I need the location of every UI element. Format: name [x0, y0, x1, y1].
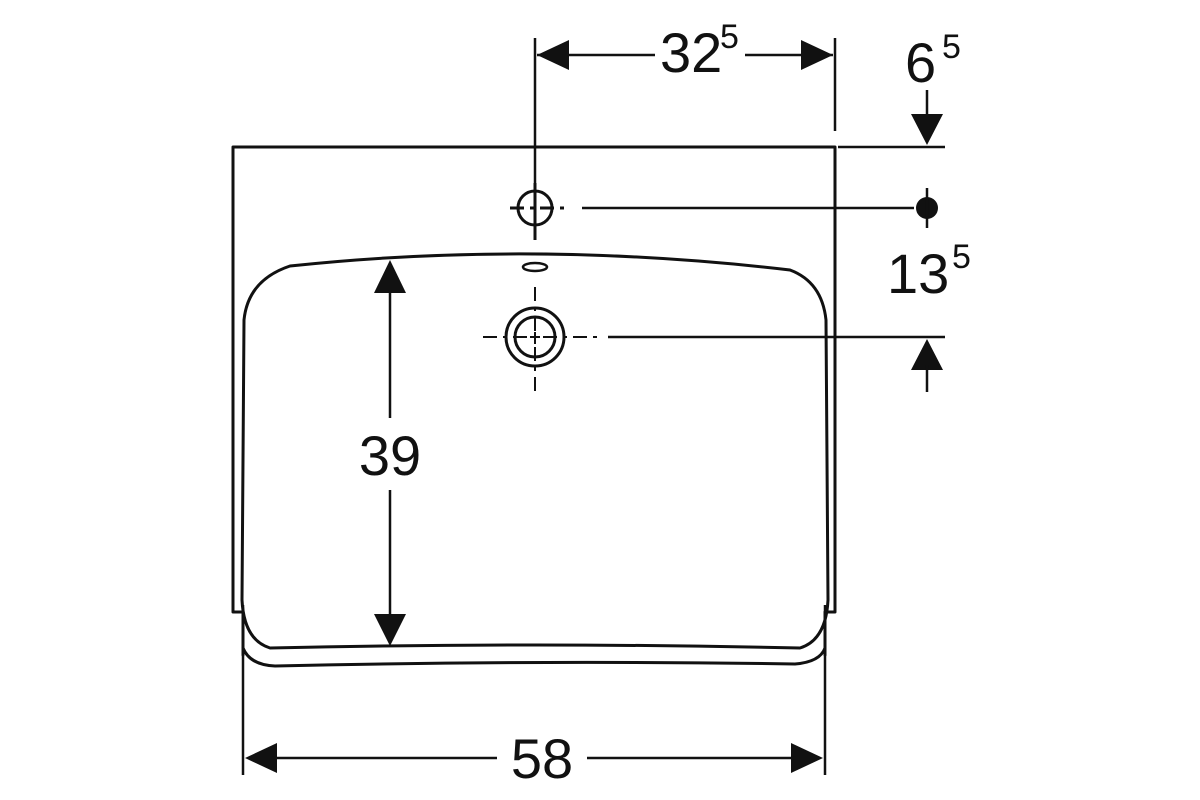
overflow-slot: [521, 261, 549, 273]
dimension-32-superscript: 5: [720, 18, 739, 56]
dimension-bowl-depth: 39: [359, 260, 421, 646]
dimension-overall-width: 58: [241, 605, 827, 790]
basin-front-edge: [241, 646, 827, 668]
tap-hole: [510, 183, 566, 240]
drain-outlet: [483, 287, 598, 392]
dimension-tap-hole-from-back: 6 5: [905, 28, 961, 145]
dimension-13-superscript: 5: [952, 238, 971, 276]
dimension-58-label: 58: [511, 727, 573, 790]
dimension-6-superscript: 5: [942, 28, 961, 66]
dimension-tap-hole-offset: 32 5: [533, 18, 837, 235]
tap-hole-center-marker: [916, 188, 938, 228]
inner-bowl-outline: [240, 252, 830, 650]
dimension-13-label: 13: [887, 242, 949, 305]
dimension-6-label: 6: [905, 31, 936, 94]
dimension-39-label: 39: [359, 424, 421, 487]
dimension-32-label: 32: [660, 21, 722, 84]
dimension-drain-from-back: 13 5: [887, 238, 971, 392]
